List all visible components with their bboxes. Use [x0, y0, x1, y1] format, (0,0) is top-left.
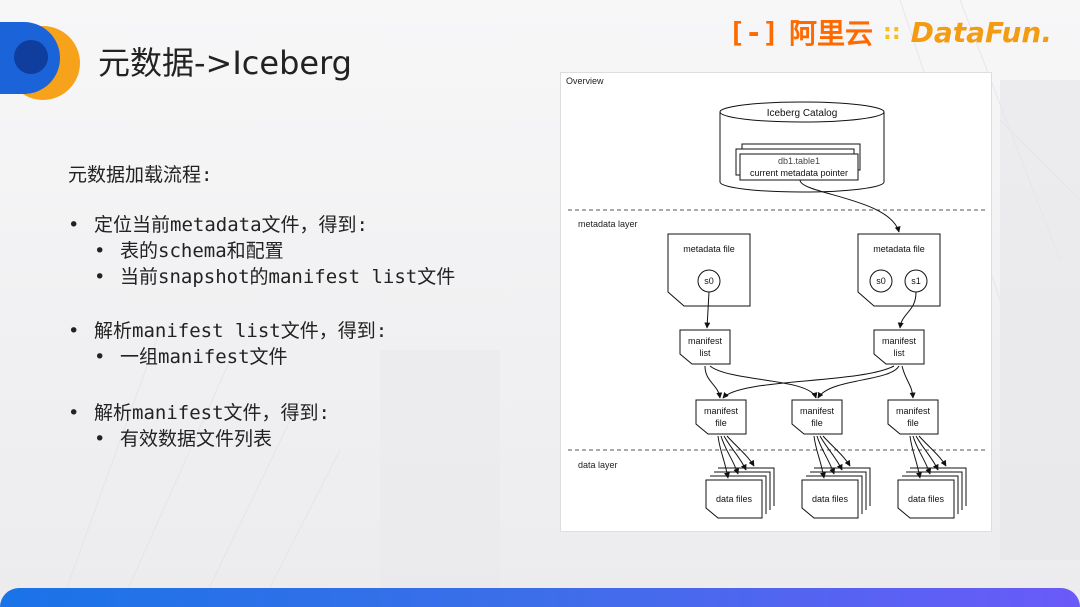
table-name: db1.table1 [778, 156, 820, 166]
bullet-text: 解析manifest文件，得到: [94, 402, 330, 424]
datafun-logo-text: DataFun. [910, 15, 1052, 49]
bullet-item: • 定位当前metadata文件，得到: [68, 210, 368, 237]
catalog-label: Iceberg Catalog [767, 108, 838, 119]
bullet-item: • 解析manifest文件，得到: [68, 398, 330, 425]
bullet-dot-icon: • [94, 266, 106, 288]
manifest-file-label-line1: manifest [800, 406, 835, 416]
data-layer-label: data layer [578, 460, 618, 470]
data-files-2: data files [801, 467, 871, 519]
manifest-list-label-line2: list [700, 348, 711, 358]
bullet-dot-icon: • [94, 428, 106, 450]
iceberg-overview-diagram: Overview Iceberg Catalog db1.table1 curr… [560, 72, 992, 532]
manifest-file-label-line1: manifest [704, 406, 739, 416]
manifest-list-label-line1: manifest [688, 336, 723, 346]
bullet-dot-icon: • [68, 402, 80, 424]
page-title: 元数据->Iceberg [98, 44, 352, 82]
manifest-list-label-line1: manifest [882, 336, 917, 346]
metadata-layer-label: metadata layer [578, 219, 638, 229]
snapshot-label: s1 [911, 276, 921, 286]
pointer-label: current metadata pointer [750, 168, 848, 178]
alibaba-cloud-logo-text: 阿里云 [789, 17, 874, 50]
sub-bullet-text: 有效数据文件列表 [120, 428, 273, 450]
manifest-list-left: manifest list [679, 329, 731, 365]
sub-bullet-text: 当前snapshot的manifest list文件 [120, 266, 456, 288]
manifest-file-label-line1: manifest [896, 406, 931, 416]
arrow-s0-to-list [704, 291, 711, 329]
sub-bullet-item: • 当前snapshot的manifest list文件 [94, 262, 455, 289]
data-files-label: data files [716, 494, 753, 504]
manifest-list-label-line2: list [894, 348, 905, 358]
bullet-dot-icon: • [68, 320, 80, 342]
sub-bullet-text: 表的schema和配置 [120, 240, 284, 262]
sub-bullet-item: • 表的schema和配置 [94, 236, 284, 263]
content-heading: 元数据加载流程: [68, 164, 213, 186]
manifest-file-label-line2: file [811, 418, 823, 428]
table-pointer-box [739, 153, 859, 181]
metadata-file-left: metadata file s0 [667, 233, 751, 307]
sub-bullet-item: • 一组manifest文件 [94, 342, 288, 369]
overview-label: Overview [566, 76, 604, 86]
manifest-file-label-line2: file [715, 418, 727, 428]
bullet-dot-icon: • [68, 214, 80, 236]
metadata-file-right: metadata file s0 s1 [857, 233, 941, 307]
manifest-file-label-line2: file [907, 418, 919, 428]
manifest-list-right: manifest list [873, 329, 925, 365]
bullet-item: • 解析manifest list文件，得到: [68, 316, 387, 343]
datafun-logo-mark: :: [883, 19, 901, 45]
snapshot-node [869, 269, 893, 293]
bullet-dot-icon: • [94, 346, 106, 368]
diagram-svg: Overview Iceberg Catalog db1.table1 curr… [560, 72, 992, 532]
file-to-data-arrows [717, 435, 947, 479]
pointer-arrow [799, 179, 901, 233]
logo-circle-dark [14, 40, 48, 74]
manifest-file-1: manifest file [695, 399, 747, 435]
snapshot-label: s0 [704, 276, 714, 286]
footer-bar [0, 588, 1080, 607]
snapshot-label: s0 [876, 276, 886, 286]
bullet-text: 解析manifest list文件，得到: [94, 320, 388, 342]
alibaba-cloud-logo-mark: [-] [728, 15, 779, 49]
sub-bullet-item: • 有效数据文件列表 [94, 424, 272, 451]
bullet-text: 定位当前metadata文件，得到: [94, 214, 368, 236]
sub-bullet-text: 一组manifest文件 [120, 346, 288, 368]
data-files-label: data files [812, 494, 849, 504]
arrow-s1-to-list [897, 291, 917, 329]
data-files-3: data files [897, 467, 967, 519]
bullet-dot-icon: • [94, 240, 106, 262]
metadata-file-label: metadata file [873, 244, 925, 254]
brand-logos: [-] 阿里云 :: DataFun. [728, 14, 1052, 51]
metadata-file-label: metadata file [683, 244, 735, 254]
manifest-file-3: manifest file [887, 399, 939, 435]
data-files-label: data files [908, 494, 945, 504]
iceberg-catalog: Iceberg Catalog db1.table1 current metad… [719, 101, 885, 193]
list-to-file-arrows [704, 365, 916, 399]
data-files-1: data files [705, 467, 775, 519]
manifest-file-2: manifest file [791, 399, 843, 435]
